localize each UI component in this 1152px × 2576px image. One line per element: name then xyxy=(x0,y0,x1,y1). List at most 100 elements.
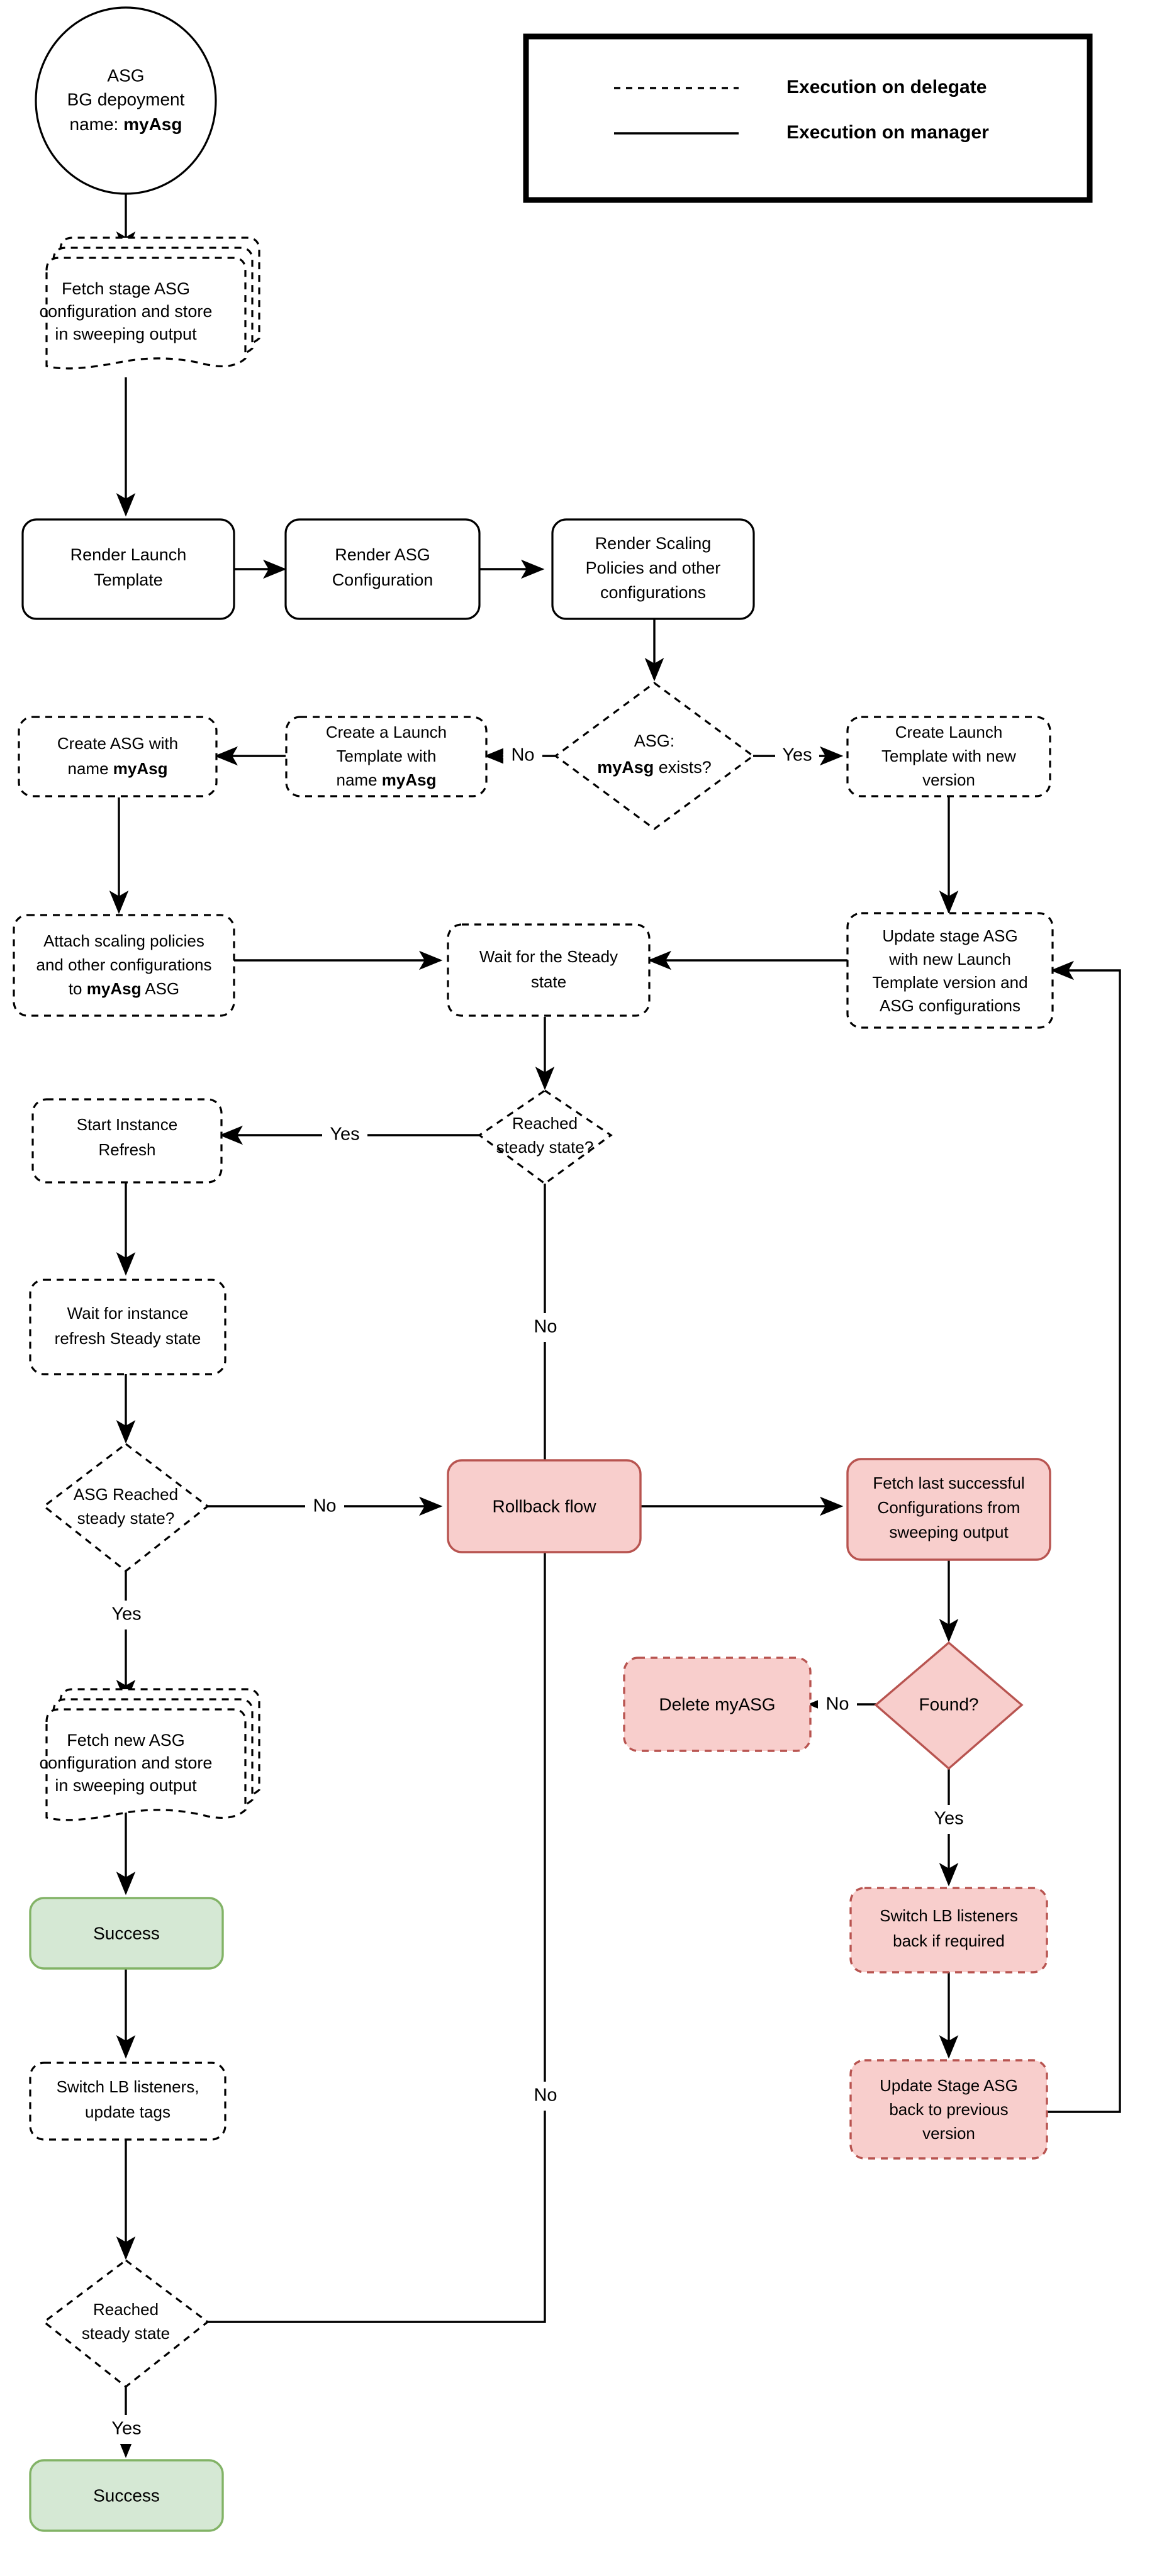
legend-label-manager: Execution on manager xyxy=(786,122,989,143)
update-back-line-2: back to previous xyxy=(889,2100,1008,2119)
legend: Execution on delegate Execution on manag… xyxy=(523,33,1093,203)
node-update-stage-asg[interactable]: Update stage ASG with new Launch Templat… xyxy=(846,912,1054,1029)
create-asg-line-2: name myAsg xyxy=(68,759,168,778)
node-found-decision[interactable]: Found? xyxy=(874,1641,1024,1770)
fetch-new-doc-front xyxy=(45,1708,247,1821)
asg-reached-line-1: ASG Reached xyxy=(74,1485,178,1504)
render-asg-line-2: Configuration xyxy=(332,570,433,589)
switch-back-line-1: Switch LB listeners xyxy=(880,1906,1018,1925)
node-switch-lb-listeners-update-tags[interactable]: Switch LB listeners, update tags xyxy=(29,2062,226,2141)
reached-steady-2-diamond xyxy=(42,2258,210,2389)
create-lt-named-box xyxy=(285,716,488,797)
node-wait-instance-refresh-steady[interactable]: Wait for instance refresh Steady state xyxy=(29,1279,226,1375)
wait-refresh-box xyxy=(29,1279,226,1375)
success-1-label: Success xyxy=(93,1923,160,1943)
asg-reached-diamond xyxy=(42,1442,210,1573)
node-update-stage-asg-previous[interactable]: Update Stage ASG back to previous versio… xyxy=(849,2059,1048,2160)
update-back-line-1: Update Stage ASG xyxy=(880,2076,1018,2095)
node-create-launch-template-named[interactable]: Create a Launch Template with name myAsg xyxy=(285,716,488,797)
edge-update-back-to-update-stage xyxy=(1041,960,1121,2113)
success-1-box xyxy=(29,1897,224,1970)
wait-refresh-line-2: refresh Steady state xyxy=(55,1329,201,1348)
found-label: Found? xyxy=(919,1694,979,1714)
render-asg-box xyxy=(284,518,481,620)
create-lt-named-line-3: name myAsg xyxy=(337,770,437,789)
node-attach-scaling-policies[interactable]: Attach scaling policies and other config… xyxy=(13,914,235,1017)
wait-refresh-line-1: Wait for instance xyxy=(67,1304,189,1323)
start-refresh-line-1: Start Instance xyxy=(77,1115,177,1134)
fetch-stage-doc-front xyxy=(45,257,247,370)
node-start[interactable]: ASG BG depoyment name: myAsg xyxy=(35,6,217,195)
node-render-asg-configuration[interactable]: Render ASG Configuration xyxy=(284,518,481,620)
asg-exists-diamond xyxy=(554,682,755,830)
start-refresh-line-2: Refresh xyxy=(98,1140,155,1159)
node-wait-for-steady-state[interactable]: Wait for the Steady state xyxy=(447,923,651,1017)
fetch-last-line-1: Fetch last successful xyxy=(873,1474,1024,1492)
asg-exists-line-2: myAsg exists? xyxy=(597,758,712,777)
node-fetch-last-successful-config[interactable]: Fetch last successful Configurations fro… xyxy=(846,1458,1051,1561)
asg-exists-line-1: ASG: xyxy=(634,731,675,750)
fetch-new-line-1: Fetch new ASG xyxy=(67,1731,185,1750)
update-stage-box xyxy=(846,912,1054,1029)
node-switch-lb-listeners-back[interactable]: Switch LB listeners back if required xyxy=(849,1887,1048,1974)
update-stage-line-1: Update stage ASG xyxy=(882,926,1017,945)
node-reached-steady-state-decision-1[interactable]: Reached steady state? xyxy=(478,1089,613,1185)
node-asg-exists-decision[interactable]: ASG: myAsg exists? xyxy=(554,682,755,830)
fetch-stage-line-3: in sweeping output xyxy=(55,325,197,343)
update-stage-line-4: ASG configurations xyxy=(880,996,1021,1015)
rollback-label: Rollback flow xyxy=(493,1496,597,1516)
attach-policies-line-2: and other configurations xyxy=(36,955,212,974)
attach-policies-box xyxy=(13,914,235,1017)
edge-label-yes-asg-reached: Yes xyxy=(111,1604,141,1624)
node-success-2[interactable]: Success xyxy=(29,2459,224,2532)
attach-policies-line-3: to myAsg ASG xyxy=(69,979,179,998)
node-start-instance-refresh[interactable]: Start Instance Refresh xyxy=(31,1098,223,1184)
edge-label-no-found: No xyxy=(825,1694,849,1714)
attach-policies-line-1: Attach scaling policies xyxy=(43,931,204,950)
start-refresh-box xyxy=(31,1098,223,1184)
fetch-stage-line-1: Fetch stage ASG xyxy=(62,279,190,298)
start-line-2: BG depoyment xyxy=(67,89,185,109)
edge-reached-steady-2-no xyxy=(208,1523,555,2323)
fetch-last-box xyxy=(846,1458,1051,1561)
node-render-scaling-policies[interactable]: Render Scaling Policies and other config… xyxy=(551,518,755,620)
node-reached-steady-state-decision-2[interactable]: Reached steady state xyxy=(42,2258,210,2389)
switch-lb-box xyxy=(29,2062,226,2141)
start-line-1: ASG xyxy=(107,65,144,85)
switch-lb-line-1: Switch LB listeners, xyxy=(57,2077,199,2096)
edge-label-yes-reached-steady-2: Yes xyxy=(111,2419,141,2439)
wait-steady-line-1: Wait for the Steady xyxy=(479,947,618,966)
switch-back-box xyxy=(849,1887,1048,1974)
delete-asg-box xyxy=(623,1657,812,1752)
edge-label-yes-asg-exists: Yes xyxy=(782,745,812,765)
switch-back-line-2: back if required xyxy=(893,1931,1005,1950)
reached-steady-1-diamond xyxy=(478,1089,613,1185)
node-render-launch-template[interactable]: Render Launch Template xyxy=(21,518,235,620)
found-diamond xyxy=(874,1641,1024,1770)
wait-steady-line-2: state xyxy=(531,972,566,991)
node-create-launch-template-new-version[interactable]: Create Launch Template with new version xyxy=(846,716,1051,797)
delete-asg-label: Delete myASG xyxy=(659,1694,775,1714)
start-line-3: name: myAsg xyxy=(70,114,182,134)
create-lt-named-line-1: Create a Launch xyxy=(326,723,447,741)
create-asg-line-1: Create ASG with xyxy=(57,734,178,753)
reached-steady-2-line-1: Reached xyxy=(93,2300,159,2319)
node-asg-reached-steady-state-decision[interactable]: ASG Reached steady state? xyxy=(42,1442,210,1573)
render-scaling-line-1: Render Scaling xyxy=(595,534,712,553)
node-rollback-flow[interactable]: Rollback flow xyxy=(447,1459,642,1553)
edge-labels-layer: Yes No Yes No No Yes No Yes No Yes xyxy=(104,742,971,2444)
node-success-1[interactable]: Success xyxy=(29,1897,224,1970)
create-asg-box xyxy=(18,716,218,797)
switch-lb-line-2: update tags xyxy=(85,2102,171,2121)
update-back-box xyxy=(849,2059,1048,2160)
start-asg-name: myAsg xyxy=(123,114,182,134)
node-create-asg[interactable]: Create ASG with name myAsg xyxy=(18,716,218,797)
node-fetch-stage[interactable]: Fetch stage ASG configuration and store … xyxy=(40,236,260,370)
create-lt-new-line-2: Template with new xyxy=(881,747,1016,765)
create-lt-named-line-2: Template with xyxy=(337,747,437,765)
edge-label-no-asg-reached: No xyxy=(313,1496,336,1516)
node-delete-myasg[interactable]: Delete myASG xyxy=(623,1657,812,1752)
node-fetch-new-asg-config[interactable]: Fetch new ASG configuration and store in… xyxy=(40,1688,260,1821)
